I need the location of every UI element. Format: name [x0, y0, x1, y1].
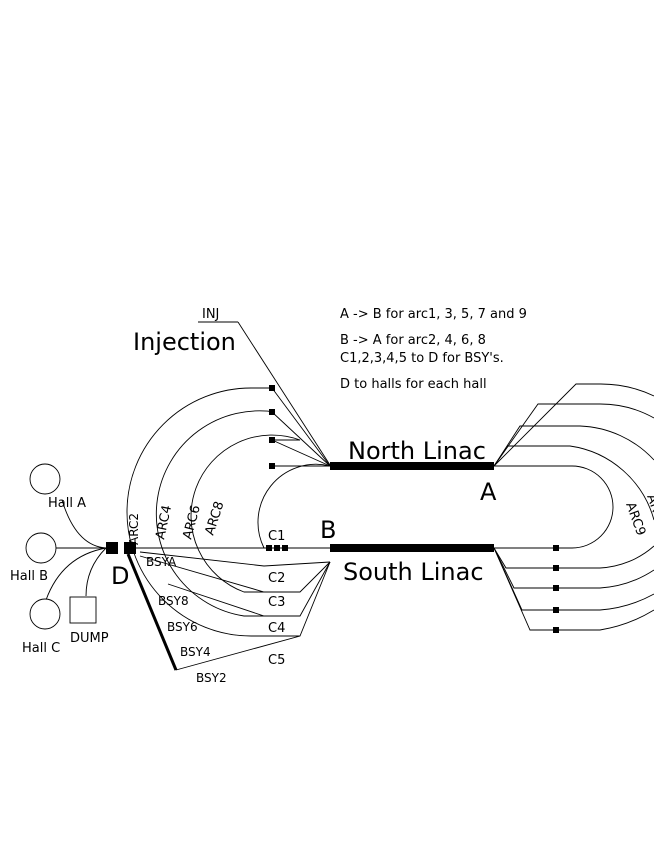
arc4-path: [155, 410, 300, 617]
c1-label: C1: [268, 529, 285, 544]
arc6-ramp: [271, 439, 331, 467]
east-out-4: [493, 547, 654, 611]
arc2-magnet: [269, 385, 275, 391]
arc4-label: ARC4: [153, 504, 175, 541]
arc8-path: [257, 463, 331, 549]
point-a-label: A: [480, 478, 497, 506]
arc4-magnet: [269, 409, 275, 415]
east-arc-inner: [494, 465, 614, 549]
east-out-5: [493, 547, 654, 631]
injection-title: Injection: [133, 328, 236, 356]
note-4: D to halls for each hall: [340, 377, 487, 392]
hall-b-circle: [25, 532, 57, 564]
c5-label: C5: [268, 653, 285, 668]
dump-feed: [85, 547, 107, 597]
arc2-path: [126, 387, 300, 637]
bsy2-label: BSY2: [196, 671, 227, 685]
c1-magnet-2: [274, 545, 280, 551]
note-1: A -> B for arc1, 3, 5, 7 and 9: [340, 307, 527, 322]
injection-line: [237, 321, 331, 466]
hall-a-feed: [61, 499, 107, 549]
east-arc-4: [493, 445, 654, 521]
dump-label: DUMP: [70, 631, 109, 646]
c3-line: [139, 555, 331, 593]
arc6-magnet: [269, 437, 275, 443]
hall-a-circle: [29, 463, 61, 495]
hall-b-label: Hall B: [10, 569, 48, 584]
arc4-ramp: [271, 411, 331, 467]
arc6-path: [190, 434, 301, 593]
hall-c-circle: [29, 598, 61, 630]
arc2-label: ARC2: [127, 513, 141, 545]
arc6-label: ARC6: [180, 504, 203, 541]
south-linac-label: South Linac: [343, 558, 484, 586]
bsy8-label: BSY8: [158, 594, 189, 608]
bsy-thick-line: [126, 553, 178, 671]
hall-c-label: Hall C: [22, 641, 60, 656]
east-magnet-1: [553, 545, 559, 551]
arc8-label: ARC8: [203, 500, 228, 538]
east-out-2: [493, 545, 654, 569]
point-d-label: D: [111, 562, 129, 590]
switch-magnet-1: [106, 542, 118, 554]
c3-label: C3: [268, 595, 285, 610]
east-magnet-2: [553, 565, 559, 571]
east-arc-3: [493, 425, 654, 467]
arc8-magnet: [269, 463, 275, 469]
c2-line: [139, 551, 331, 567]
west-arcs: [126, 385, 331, 637]
east-magnet-5: [553, 627, 559, 633]
bsya-label: BSYA: [146, 555, 177, 569]
arc2-ramp: [271, 387, 331, 467]
c2-label: C2: [268, 571, 285, 586]
dump-box: [69, 596, 97, 624]
switch-magnet-2: [124, 542, 136, 554]
c-lines: [136, 545, 331, 671]
c4-line: [167, 561, 331, 617]
bsy6-label: BSY6: [167, 620, 198, 634]
north-linac-label: North Linac: [348, 437, 486, 465]
east-magnet-4: [553, 607, 559, 613]
east-arcs: [493, 383, 654, 633]
c5-line: [175, 561, 331, 671]
c4-label: C4: [268, 621, 285, 636]
east-magnet-3: [553, 585, 559, 591]
c1-magnet-1: [266, 545, 272, 551]
hall-a-label: Hall A: [48, 496, 86, 511]
point-b-label: B: [320, 516, 336, 544]
note-3: C1,2,3,4,5 to D for BSY's.: [340, 351, 504, 366]
east-arc-2: [493, 403, 654, 467]
note-2: B -> A for arc2, 4, 6, 8: [340, 333, 486, 348]
inj-label: INJ: [202, 307, 219, 322]
bsy4-label: BSY4: [180, 645, 211, 659]
arc9-label: ARC9: [622, 500, 648, 538]
arc7-label: ARC7: [643, 492, 654, 530]
east-arc-1: [493, 383, 654, 467]
hall-c-feed: [45, 547, 107, 601]
c1-magnet-3: [282, 545, 288, 551]
